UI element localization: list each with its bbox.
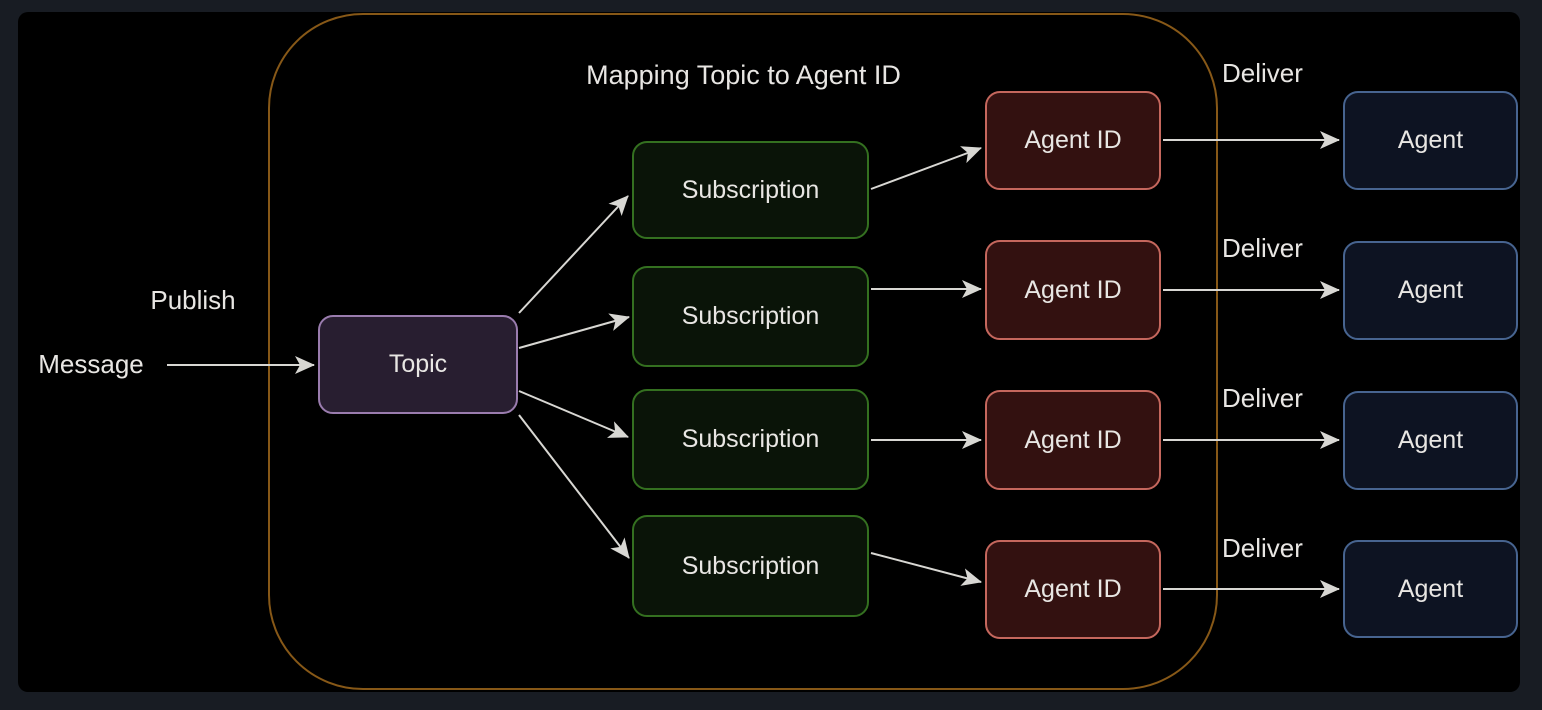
subscription-node-4: Subscription (632, 515, 869, 617)
publish-edge-label: Publish (150, 285, 236, 315)
subscription-node-1: Subscription (632, 141, 869, 239)
agent-node-label: Agent (1397, 426, 1464, 454)
agent-node-label: Agent (1397, 126, 1464, 154)
topic-node: Topic (318, 315, 518, 414)
agent-node-1: Agent (1343, 91, 1518, 190)
subscription-node-2: Subscription (632, 266, 869, 367)
agent-node-2: Agent (1343, 241, 1518, 340)
subscription-node-label: Subscription (681, 302, 820, 330)
subscription-node-label: Subscription (681, 175, 820, 204)
deliver-edge-label-4: Deliver (1222, 533, 1303, 563)
mapping-container-title: Mapping Topic to Agent ID (586, 60, 901, 90)
subscription-node-3: Subscription (632, 389, 869, 490)
message-label: Message (38, 349, 144, 379)
agent-node-label: Agent (1397, 276, 1464, 304)
topic-node-label: Topic (388, 350, 448, 378)
deliver-edge-label-2: Deliver (1222, 233, 1303, 263)
agent-id-node-4: Agent ID (985, 540, 1161, 639)
mapping-container (268, 13, 1218, 690)
agent-id-node-2: Agent ID (985, 240, 1161, 340)
deliver-edge-label-1: Deliver (1222, 58, 1303, 88)
deliver-edge-label-3: Deliver (1222, 383, 1303, 413)
agent-id-node-label: Agent ID (1024, 575, 1122, 603)
agent-node-3: Agent (1343, 391, 1518, 490)
agent-id-node-label: Agent ID (1024, 425, 1122, 454)
subscription-node-label: Subscription (681, 551, 820, 580)
agent-id-node-label: Agent ID (1024, 126, 1122, 154)
agent-node-label: Agent (1397, 574, 1464, 603)
agent-id-node-3: Agent ID (985, 390, 1161, 490)
subscription-node-label: Subscription (681, 425, 820, 453)
agent-id-node-label: Agent ID (1024, 275, 1122, 304)
agent-node-4: Agent (1343, 540, 1518, 638)
agent-id-node-1: Agent ID (985, 91, 1161, 190)
